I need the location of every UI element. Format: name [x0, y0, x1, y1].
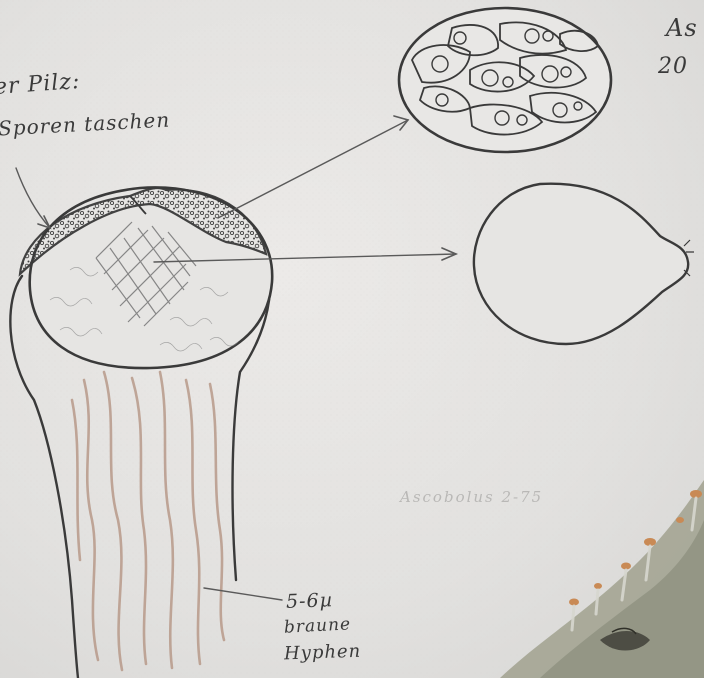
hyphae-color-label: braune [284, 614, 352, 637]
corner-label-line1: As [666, 14, 698, 42]
hyphae-name-label: Hyphen [284, 641, 362, 665]
spore-cluster [399, 8, 611, 152]
corner-label-line2: 20 [658, 54, 688, 79]
hyphae-size-label: 5-6µ [286, 589, 334, 613]
faint-background-text: Ascobolus 2-75 [400, 488, 543, 506]
